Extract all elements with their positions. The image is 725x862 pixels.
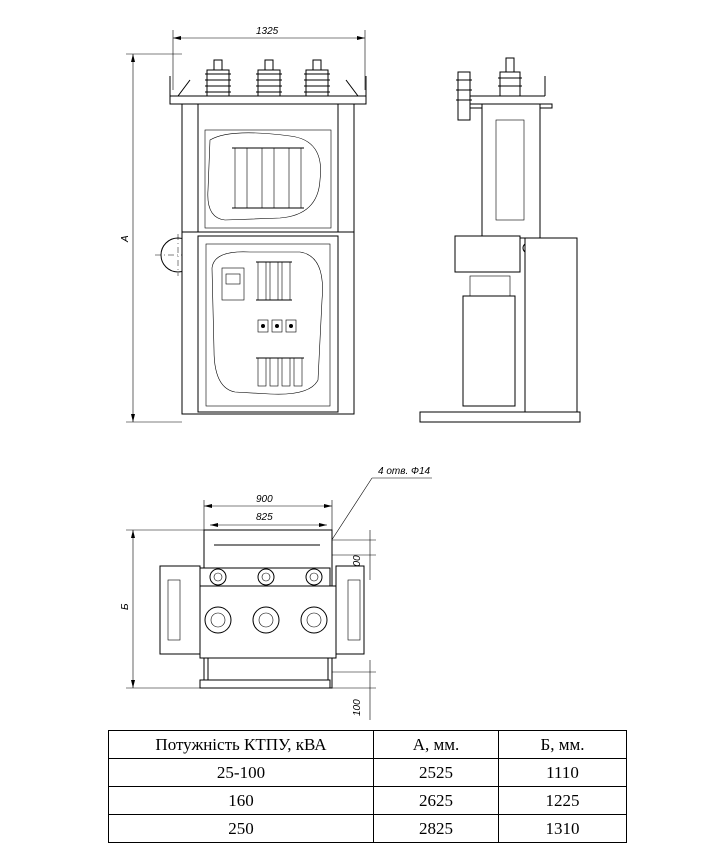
col-header-a: А, мм. [373, 730, 499, 759]
depth-b-label: Б [120, 603, 131, 610]
top-offset-label: 100 [352, 555, 363, 572]
breakers-top [256, 261, 292, 301]
power-spec-table: Потужність КТПУ, кВА А, мм. Б, мм. 25-10… [108, 730, 627, 843]
table-cell: 2625 [373, 786, 499, 815]
table-cell: 2525 [373, 758, 499, 787]
table-cell: 160 [108, 786, 374, 815]
table-cell: 1225 [498, 786, 627, 815]
top-view: 4 отв. Ф14 900 825 Б 100 100 [120, 466, 432, 720]
bushing-3 [304, 59, 330, 97]
table-cell: 1110 [498, 758, 627, 787]
table-cell: 250 [108, 814, 374, 843]
bushing-1 [205, 59, 231, 97]
width-825-label: 825 [256, 512, 273, 523]
side-arrester [456, 71, 472, 121]
bushing-2 [256, 59, 282, 97]
transformer-bushings-top [204, 606, 328, 634]
front-view: 1325 А [120, 26, 367, 423]
bottom-offset-label: 100 [352, 699, 363, 716]
side-bushing [498, 57, 522, 97]
table-cell: 2825 [373, 814, 499, 843]
technical-drawing: 1325 А [120, 26, 581, 720]
meter [221, 267, 245, 301]
table-row: 250 2825 1310 [108, 814, 627, 843]
width-900-label: 900 [256, 494, 273, 505]
col-header-power: Потужність КТПУ, кВА [108, 730, 374, 759]
width-1325-label: 1325 [256, 26, 279, 37]
current-transformers [257, 319, 297, 333]
height-a-label: А [120, 235, 131, 243]
table-cell: 1310 [498, 814, 627, 843]
fuse-switches-upper [232, 147, 304, 209]
breakers-bottom [256, 357, 304, 387]
table-row: 25-100 2525 1110 [108, 758, 627, 787]
table-row: 160 2625 1225 [108, 786, 627, 815]
holes-label: 4 отв. Ф14 [378, 466, 431, 477]
table-cell: 25-100 [108, 758, 374, 787]
top-bushings [209, 568, 323, 586]
table-header-row: Потужність КТПУ, кВА А, мм. Б, мм. [108, 730, 627, 759]
side-view [419, 57, 581, 423]
col-header-b: Б, мм. [498, 730, 627, 759]
